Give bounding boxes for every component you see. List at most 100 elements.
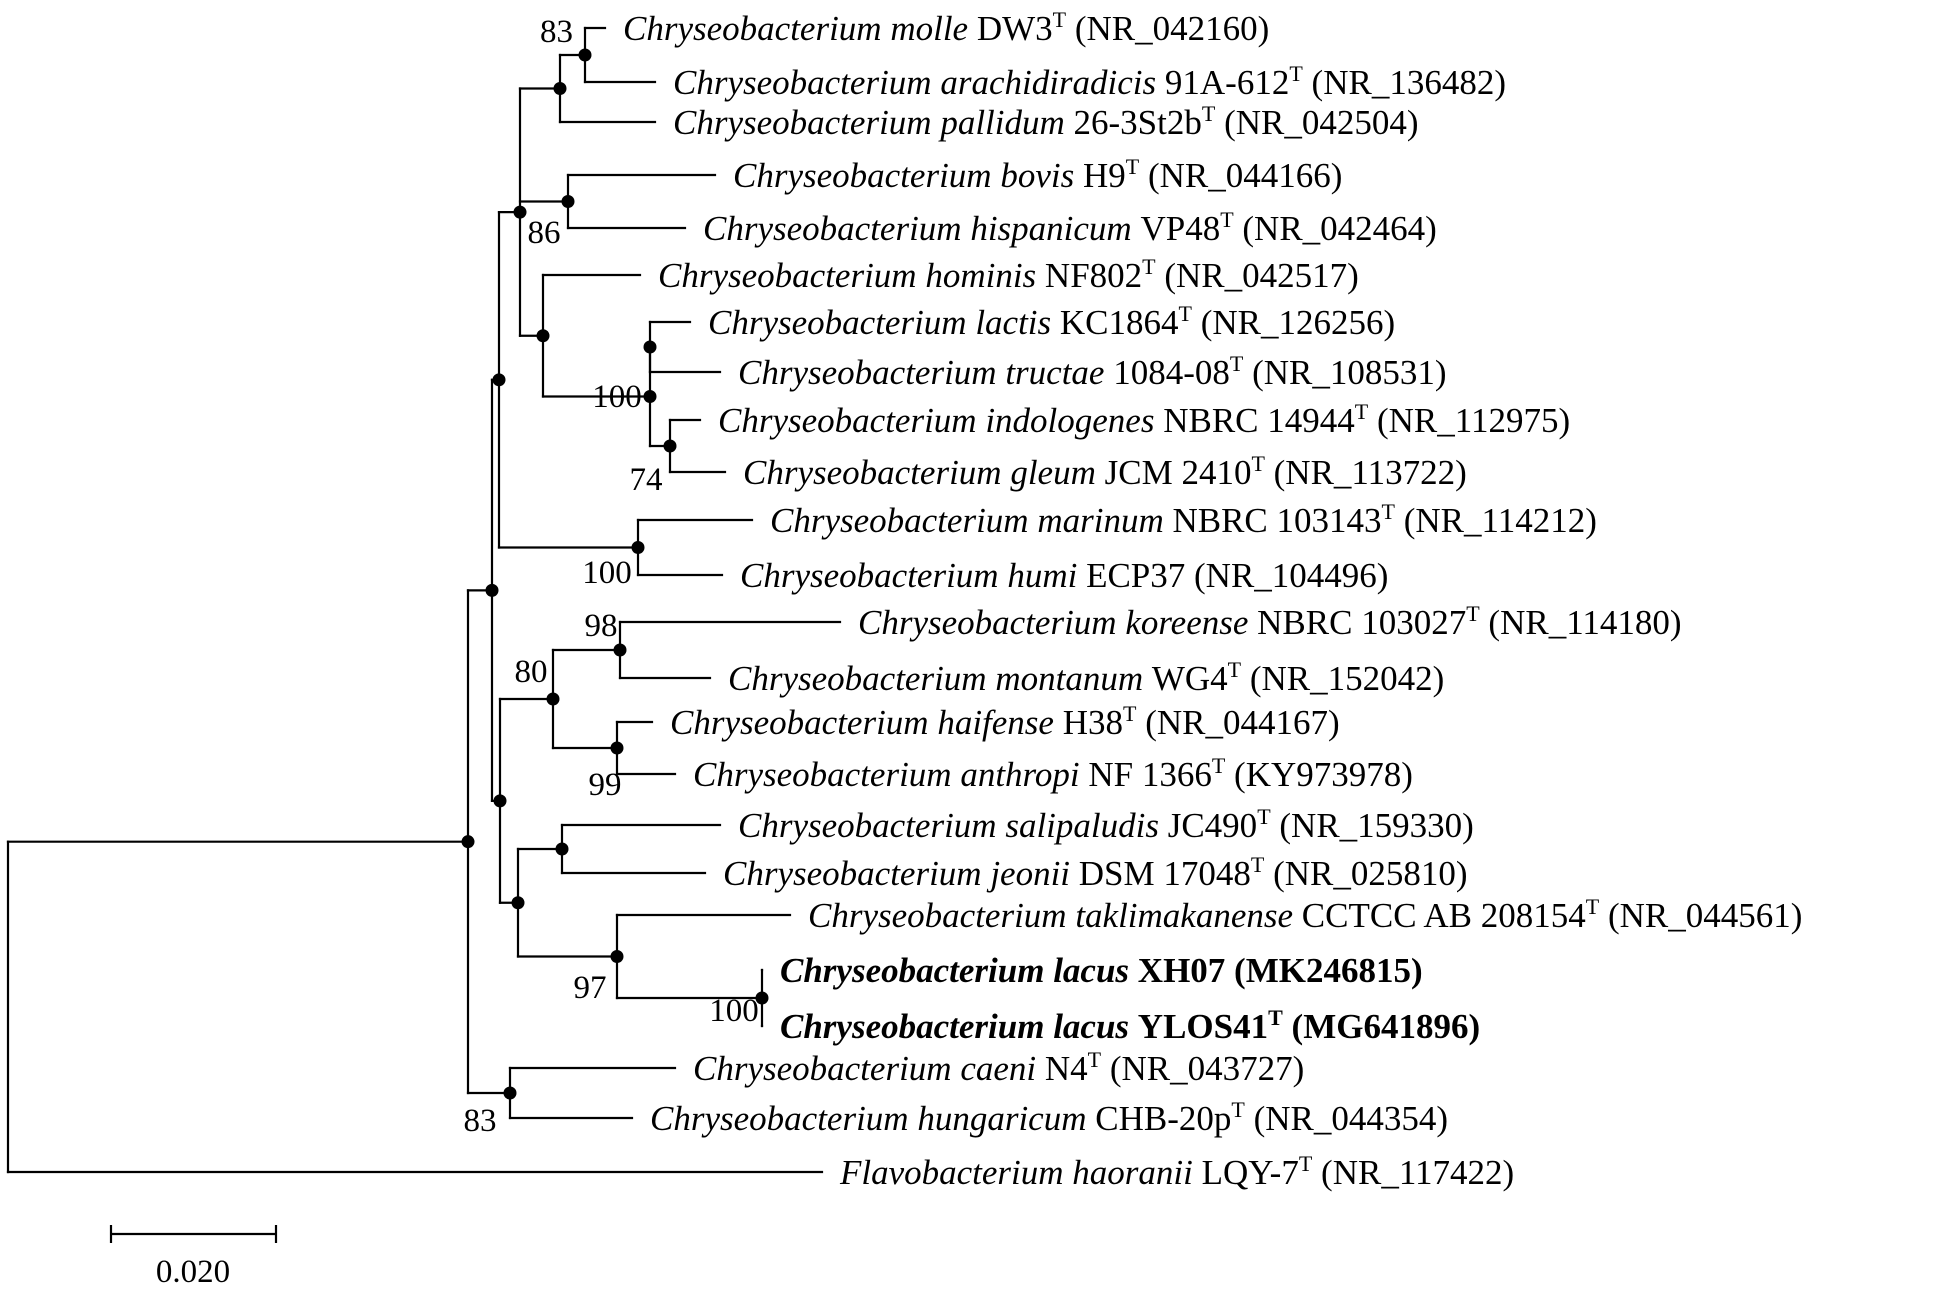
node-dot-nTakli: [610, 950, 624, 963]
taxon-strain: NBRC 103143: [1172, 501, 1381, 540]
taxon-strain: DSM 17048: [1079, 854, 1251, 893]
node-dot-nMain: [485, 583, 499, 597]
bootstrap-b_koreense: 98: [585, 608, 618, 644]
taxon-strain: N4: [1045, 1049, 1088, 1088]
scale-bar: 0.020: [109, 1225, 278, 1289]
node-dot-nLacus: [755, 991, 769, 1005]
taxon-label-t11: Chryseobacterium marinum NBRC 103143T (N…: [770, 499, 1597, 540]
taxon-strain: CCTCC AB 208154: [1302, 896, 1586, 935]
node-dot-nSal: [555, 842, 569, 856]
taxon-strain: ECP37: [1086, 556, 1185, 595]
type-strain-marker: T: [1088, 1047, 1102, 1072]
taxon-species: Chryseobacterium koreense: [858, 603, 1257, 642]
type-strain-marker: T: [1257, 804, 1271, 829]
taxon-accession: (NR_126256): [1192, 303, 1395, 342]
taxon-species: Chryseobacterium lactis: [708, 303, 1060, 342]
node-dot-nIng: [461, 835, 475, 849]
taxon-label-t4: Chryseobacterium bovis H9T (NR_044166): [733, 154, 1342, 195]
type-strain-marker: T: [1202, 101, 1216, 126]
node-dot-nTop: [492, 373, 506, 387]
type-strain-marker: T: [1466, 601, 1480, 626]
type-strain-marker: T: [1220, 207, 1234, 232]
tree-nodes: [461, 48, 769, 1100]
taxon-strain: 91A-612: [1165, 63, 1289, 102]
taxon-accession: (NR_104496): [1185, 556, 1388, 595]
bootstrap-b_haifense: 99: [589, 767, 622, 803]
node-dot-nMarinum: [631, 541, 645, 554]
node-dot-nMolle: [578, 48, 592, 62]
type-strain-marker: T: [1179, 301, 1193, 326]
taxon-accession: (MK246815): [1225, 951, 1422, 990]
taxon-label-t13: Chryseobacterium koreense NBRC 103027T (…: [858, 601, 1682, 642]
taxon-label-t12: Chryseobacterium humi ECP37 (NR_104496): [740, 556, 1388, 595]
bootstrap-b_lactis: 100: [592, 379, 642, 415]
taxon-label-t17: Chryseobacterium salipaludis JC490T (NR_…: [738, 804, 1474, 845]
taxon-species: Chryseobacterium tructae: [738, 353, 1113, 392]
taxon-strain: 26-3St2b: [1074, 103, 1202, 142]
bootstrap-b_caeni: 83: [464, 1103, 497, 1139]
taxon-accession: (NR_042504): [1215, 103, 1418, 142]
type-strain-marker: T: [1123, 701, 1137, 726]
type-strain-marker: T: [1299, 1151, 1313, 1176]
taxon-accession: (NR_044166): [1139, 156, 1342, 195]
node-dot-nKore: [613, 643, 627, 657]
taxon-species: Chryseobacterium lacus: [780, 1007, 1138, 1046]
taxon-accession: (KY973978): [1225, 755, 1413, 794]
taxon-strain: JC490: [1168, 806, 1257, 845]
type-strain-marker: T: [1586, 894, 1600, 919]
bootstrap-b_bovis: 86: [528, 215, 561, 251]
taxon-accession: (NR_044167): [1136, 703, 1339, 742]
taxon-accession: (MG641896): [1283, 1007, 1480, 1046]
node-dot-nST: [511, 896, 525, 910]
type-strain-marker: T: [1228, 657, 1242, 682]
taxon-strain: NF802: [1045, 256, 1142, 295]
taxon-label-t16: Chryseobacterium anthropi NF 1366T (KY97…: [693, 753, 1413, 794]
taxon-species: Chryseobacterium anthropi: [693, 755, 1088, 794]
node-dot-nCaeni: [503, 1086, 517, 1100]
taxon-strain: CHB-20p: [1095, 1099, 1231, 1138]
taxon-accession: (NR_108531): [1243, 353, 1446, 392]
taxon-species: Chryseobacterium humi: [740, 556, 1086, 595]
taxon-strain: WG4: [1152, 659, 1228, 698]
type-strain-marker: T: [1053, 7, 1067, 32]
taxon-label-t15: Chryseobacterium haifense H38T (NR_04416…: [670, 701, 1340, 742]
taxon-label-t14: Chryseobacterium montanum WG4T (NR_15204…: [728, 657, 1444, 698]
taxon-strain: NBRC 103027: [1257, 603, 1466, 642]
taxon-labels: Chryseobacterium molle DW3T (NR_042160)C…: [623, 7, 1802, 1192]
node-dot-nHaif: [610, 741, 624, 755]
taxon-species: Chryseobacterium arachidiradicis: [673, 63, 1165, 102]
type-strain-marker: T: [1230, 351, 1244, 376]
taxon-species: Chryseobacterium taklimakanense: [808, 896, 1302, 935]
taxon-accession: (NR_152042): [1241, 659, 1444, 698]
taxon-species: Chryseobacterium jeonii: [723, 854, 1079, 893]
taxon-label-t10: Chryseobacterium gleum JCM 2410T (NR_113…: [743, 451, 1467, 492]
taxon-strain: NF 1366: [1088, 755, 1212, 794]
bootstrap-b_indol: 74: [630, 462, 663, 498]
taxon-strain: H9: [1083, 156, 1126, 195]
taxon-accession: (NR_042464): [1234, 209, 1437, 248]
taxon-label-t7: Chryseobacterium lactis KC1864T (NR_1262…: [708, 301, 1395, 342]
taxon-label-t5: Chryseobacterium hispanicum VP48T (NR_04…: [703, 207, 1437, 248]
taxon-accession: (NR_042517): [1156, 256, 1359, 295]
node-dot-nA: [553, 82, 567, 95]
taxon-strain: H38: [1063, 703, 1123, 742]
type-strain-marker: T: [1289, 61, 1303, 86]
node-dot-nBovis: [561, 195, 575, 208]
bootstrap-b_takli: 97: [574, 970, 607, 1006]
type-strain-marker: T: [1355, 399, 1369, 424]
taxon-accession: (NR_113722): [1265, 453, 1467, 492]
node-dot-nMid: [493, 794, 507, 808]
node-dot-nIndol: [663, 439, 677, 453]
type-strain-marker: T: [1126, 154, 1140, 179]
taxon-species: Flavobacterium haoranii: [839, 1153, 1202, 1192]
taxon-strain: KC1864: [1060, 303, 1179, 342]
taxon-strain: 1084-08: [1113, 353, 1230, 392]
taxon-label-t8: Chryseobacterium tructae 1084-08T (NR_10…: [738, 351, 1447, 392]
node-dot-nBH: [513, 205, 527, 219]
taxon-label-t24: Flavobacterium haoranii LQY-7T (NR_11742…: [839, 1151, 1514, 1192]
taxon-species: Chryseobacterium marinum: [770, 501, 1172, 540]
taxon-label-t21: Chryseobacterium lacus YLOS41T (MG641896…: [780, 1005, 1480, 1046]
taxon-label-t23: Chryseobacterium hungaricum CHB-20pT (NR…: [650, 1097, 1448, 1138]
